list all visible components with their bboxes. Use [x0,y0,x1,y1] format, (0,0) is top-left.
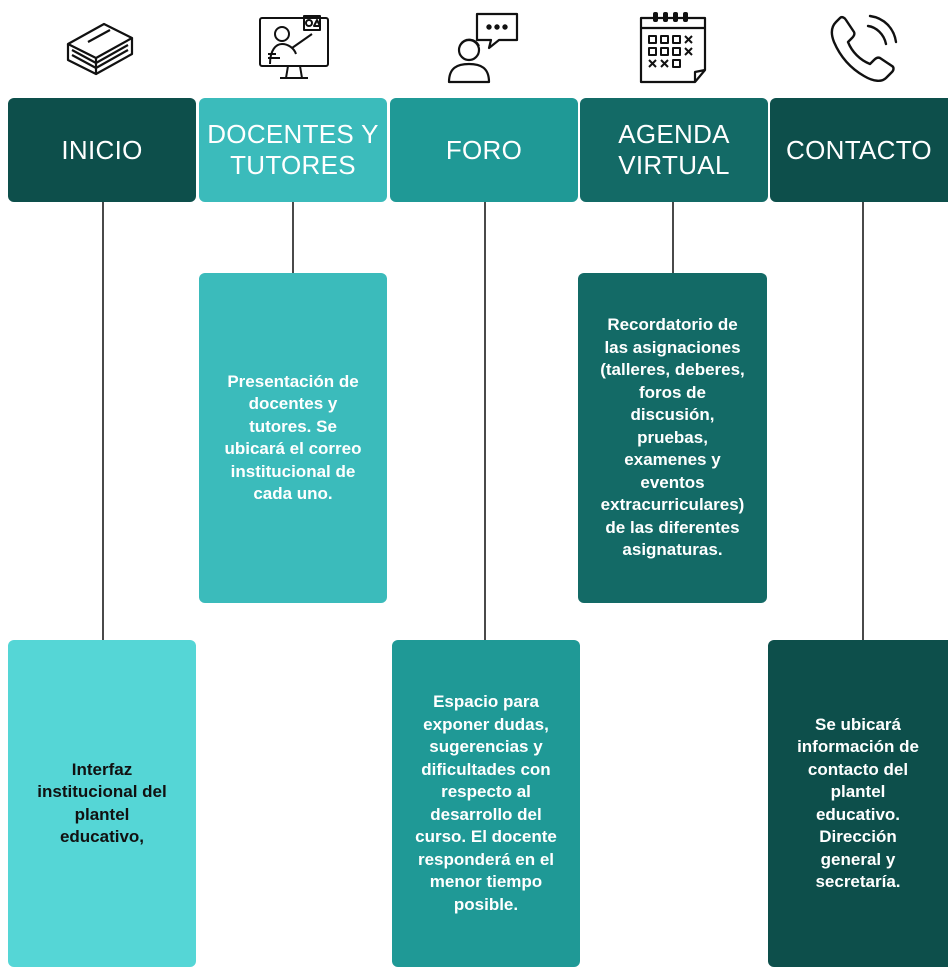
tab-foro-label: FORO [445,134,523,165]
contacto-description: Se ubicará información de contacto del p… [797,714,919,892]
foro-connector [484,202,486,640]
tab-foro[interactable]: FORO [390,98,578,202]
contacto-connector [862,202,864,640]
contacto-description-box: Se ubicará información de contacto del p… [768,640,948,967]
inicio-description: Interfaz institucional del plantel educa… [37,759,167,847]
teacher-screen-icon [254,8,334,88]
tab-docentes-tutores[interactable]: DOCENTES Y TUTORES [199,98,387,202]
person-chat-icon [443,8,523,88]
book-icon [60,8,140,88]
tab-docentes-tutores-label: DOCENTES Y TUTORES [207,119,379,180]
docentes-description-box: Presentación de docentes y tutores. Se u… [199,273,387,603]
tab-agenda-virtual[interactable]: AGENDA VIRTUAL [580,98,768,202]
agenda-connector [672,202,674,274]
agenda-description: Recordatorio de las asignaciones (taller… [600,315,745,560]
docentes-description: Presentación de docentes y tutores. Se u… [224,371,362,504]
foro-description-box: Espacio para exponer dudas, sugerencias … [392,640,580,967]
tab-inicio[interactable]: INICIO [8,98,196,202]
phone-icon [824,8,904,88]
tab-inicio-label: INICIO [61,134,143,165]
tab-agenda-virtual-label: AGENDA VIRTUAL [618,119,730,180]
inicio-description-box: Interfaz institucional del plantel educa… [8,640,196,967]
inicio-connector [102,202,104,640]
foro-description: Espacio para exponer dudas, sugerencias … [415,692,557,914]
calendar-icon [633,8,713,88]
tab-contacto-label: CONTACTO [786,134,932,165]
agenda-description-box: Recordatorio de las asignaciones (taller… [578,273,767,603]
docentes-connector [292,202,294,274]
tab-contacto[interactable]: CONTACTO [770,98,948,202]
